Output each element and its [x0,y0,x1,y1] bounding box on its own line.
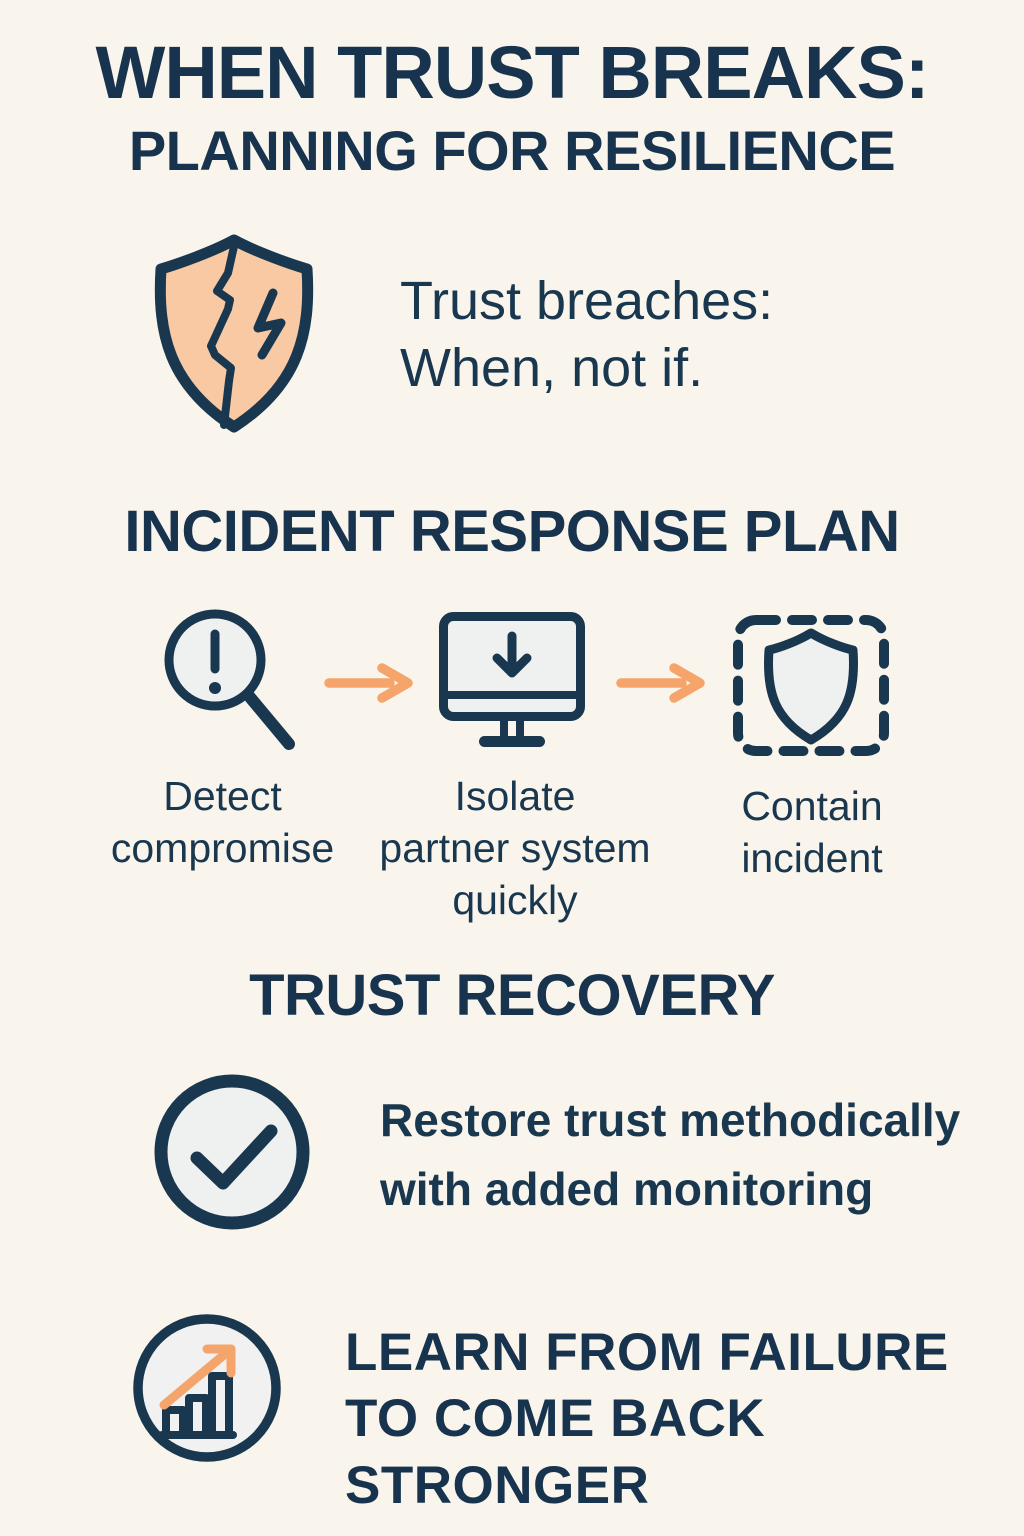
step-label-detect: Detect compromise [110,773,335,872]
conclusion-statement: LEARN FROM FAILURE TO COME BACK STRONGER [345,1323,949,1515]
section-heading-trust-recovery: TRUST RECOVERY [249,963,775,1028]
page-title: WHEN TRUST BREAKS: [95,31,930,114]
intro-statement: Trust breaches: When, not if. [400,271,774,398]
recovery-statement: Restore trust methodically with added mo… [380,1094,961,1215]
flow-arrow-icon [616,660,708,706]
monitor-download-icon [437,610,587,755]
section-heading-incident-response: INCIDENT RESPONSE PLAN [124,499,900,564]
magnifier-alert-icon [158,606,298,756]
step-label-isolate: Isolate partner system quickly [379,773,651,924]
flow-arrow-icon [324,660,416,706]
page-subtitle: PLANNING FOR RESILIENCE [128,119,896,182]
contained-shield-icon [731,613,891,758]
check-circle-icon [152,1072,312,1232]
cracked-shield-icon [150,233,318,433]
growth-chart-icon [132,1313,282,1463]
step-label-contain: Contain incident [741,783,883,882]
